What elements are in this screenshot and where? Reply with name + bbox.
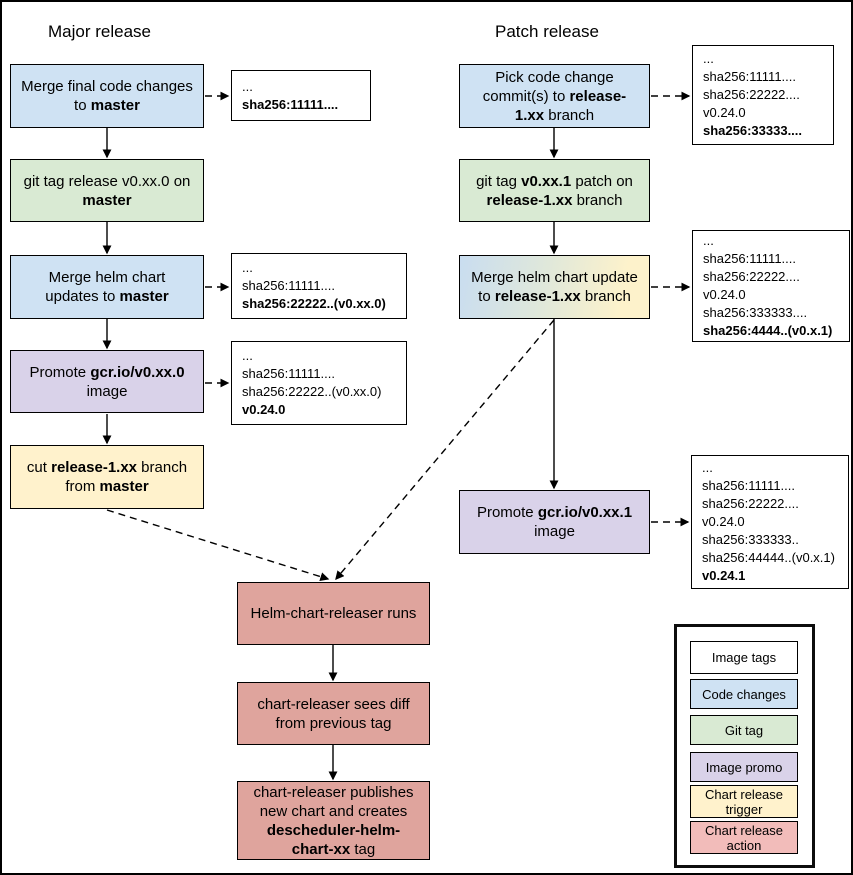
annotation-line: sha256:333333.. (702, 532, 799, 547)
flow-node-label: Pick code change commit(s) to release-1.… (482, 68, 627, 124)
flow-node-label: git tag v0.xx.1 patch on release-1.xx br… (476, 172, 633, 209)
legend-item-git-tag: Git tag (690, 715, 798, 745)
legend-item-code-changes: Code changes (690, 679, 798, 709)
flow-node-label: Merge helm chart updates to master (45, 269, 169, 305)
flow-node-label: Promote gcr.io/v0.xx.1 image (476, 504, 633, 540)
annotation-line: ... (703, 51, 714, 66)
annotation-line: sha256:22222..(v0.xx.0) (242, 296, 386, 311)
flow-node-promote-major: Promote gcr.io/v0.xx.0 image (10, 350, 204, 413)
annotation-line: v0.24.0 (703, 287, 746, 302)
legend-item-image-promo: Image promo (690, 752, 798, 782)
annotation-line: sha256:22222.... (703, 87, 800, 102)
flow-node-label: Helm-chart-releaser runs (250, 605, 417, 622)
annotation-line: sha256:33333.... (703, 123, 803, 138)
legend-item-chart-release-action: Chart release action (690, 821, 798, 854)
flow-node-cut-release-branch: cut release-1.xx branch from master (10, 445, 204, 509)
annotation-line: sha256:11111.... (242, 96, 339, 112)
annotation-major-helm-tags: ... sha256:11111.... sha256:22222..(v0.xx.… (231, 253, 407, 319)
major-release-heading: Major release (48, 22, 151, 41)
annotation-line: sha256:4444..(v0.x.1) (703, 323, 833, 338)
flow-node-git-tag-major: git tag release v0.xx.0 on master (10, 159, 204, 222)
flow-node-sees-diff: chart-releaser sees diff from previous t… (237, 682, 430, 745)
annotation-line: sha256:11111.... (703, 251, 796, 266)
annotation-patch-code-tags: ... sha256:11111.... sha256:22222.... v0.24… (692, 45, 834, 145)
flow-node-label: Merge helm chart update to release-1.xx … (471, 269, 638, 305)
flow-node-merge-helm-major: Merge helm chart updates to master (10, 255, 204, 319)
annotation-major-code-tags: ... sha256:11111.... (231, 70, 371, 121)
flow-node-promote-patch: Promote gcr.io/v0.xx.1 image (459, 490, 650, 554)
annotation-line: v0.24.0 (702, 514, 745, 529)
flow-node-publishes-chart: chart-releaser publishes new chart and c… (237, 781, 430, 860)
annotation-patch-helm-tags: ... sha256:11111.... sha256:22222.... v0.24… (692, 230, 850, 342)
flow-node-git-tag-patch: git tag v0.xx.1 patch on release-1.xx br… (459, 159, 650, 222)
annotation-line: sha256:333333.... (703, 305, 808, 320)
annotation-line: sha256:11111.... (242, 278, 335, 293)
annotation-line: sha256:11111.... (242, 366, 335, 381)
annotation-line: sha256:22222..(v0.xx.0) (242, 384, 382, 399)
annotation-major-promote-tags: ... sha256:11111.... sha256:22222..(v0.xx.… (231, 341, 407, 425)
annotation-patch-promote-tags: ... sha256:11111.... sha256:22222.... v0.24… (691, 455, 849, 589)
patch-release-heading: Patch release (495, 22, 599, 41)
annotation-line: v0.24.0 (703, 105, 746, 120)
annotation-line: sha256:22222.... (703, 269, 800, 284)
flow-node-label: Merge final code changes to master (21, 78, 193, 114)
annotation-line: sha256:11111.... (703, 69, 796, 84)
flow-node-pick-code-change: Pick code change commit(s) to release-1.… (459, 64, 650, 128)
flow-node-label: git tag release v0.xx.0 on master (23, 172, 191, 209)
flow-node-label: cut release-1.xx branch from master (26, 459, 188, 495)
annotation-line: v0.24.1 (702, 568, 746, 583)
flow-node-releaser-runs: Helm-chart-releaser runs (237, 582, 430, 645)
dashed-arrow (106, 509, 330, 582)
annotation-line: ... (703, 233, 714, 248)
annotation-line: sha256:44444..(v0.x.1) (702, 550, 835, 565)
annotation-line: v0.24.0 (242, 402, 286, 417)
flow-node-merge-final-code: Merge final code changes to master (10, 64, 204, 128)
legend-item-chart-release-trigger: Chart release trigger (690, 785, 798, 818)
dashed-arrow (335, 319, 555, 581)
annotation-line: sha256:22222.... (702, 496, 799, 511)
flow-node-label: chart-releaser publishes new chart and c… (253, 783, 414, 858)
legend-item-image-tags: Image tags (690, 641, 798, 674)
flow-node-label: Promote gcr.io/v0.xx.0 image (29, 363, 185, 400)
annotation-line: ... (242, 260, 253, 275)
flow-node-label: chart-releaser sees diff from previous t… (257, 695, 410, 732)
flow-node-merge-helm-patch: Merge helm chart update to release-1.xx … (459, 255, 650, 319)
annotation-line: ... (702, 460, 713, 475)
annotation-line: sha256:11111.... (702, 478, 795, 493)
annotation-line: ... (242, 78, 253, 94)
annotation-line: ... (242, 348, 253, 363)
